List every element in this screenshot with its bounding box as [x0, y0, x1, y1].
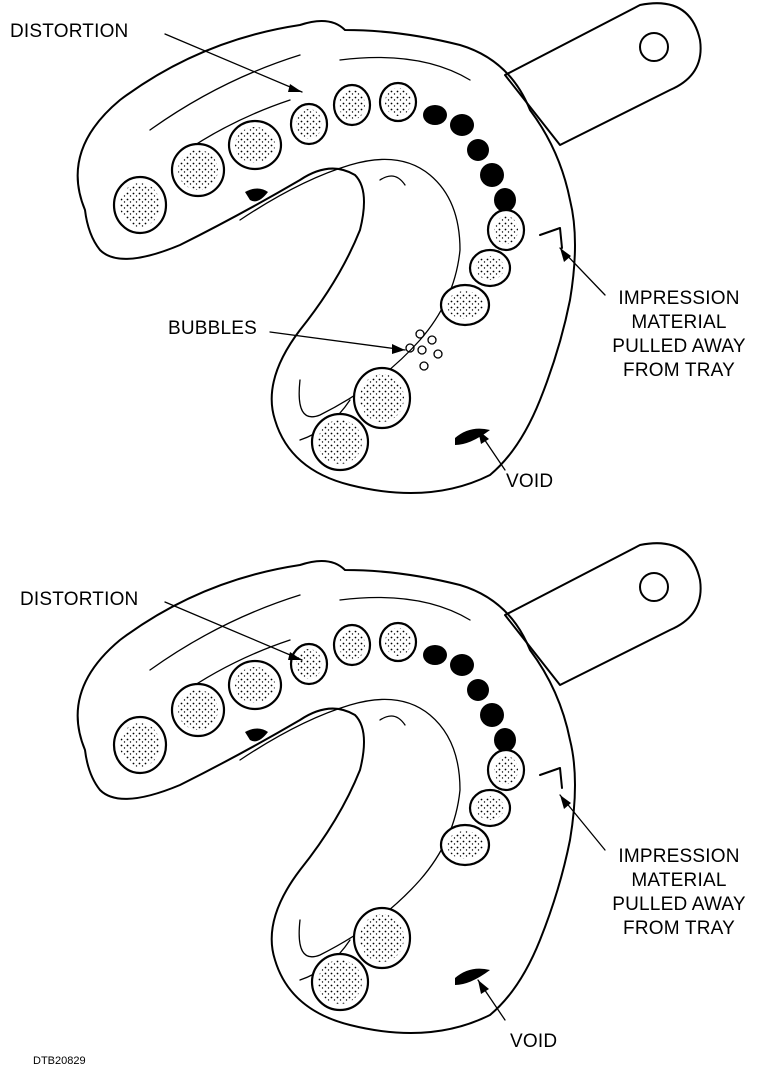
tray-handle: [505, 3, 701, 145]
distortion-leader: [165, 602, 302, 660]
tray-handle-hole: [640, 573, 668, 601]
pulled-away-line-2: MATERIAL: [596, 869, 762, 893]
distortion-leader: [165, 34, 302, 92]
inner-contour: [240, 699, 460, 956]
pulled-away-line-2: MATERIAL: [596, 311, 762, 335]
pulled-away-label: IMPRESSION MATERIAL PULLED AWAY FROM TRA…: [596, 845, 762, 941]
void-defect: [455, 969, 490, 985]
distortion-arrowhead: [288, 84, 302, 92]
pulled-away-line-3: PULLED AWAY: [596, 893, 762, 917]
impression-diagram-bottom: DISTORTION IMPRESSION MATERIAL PULLED AW…: [0, 540, 763, 1068]
anterior-teeth: [423, 105, 516, 212]
pulled-away-line-1: IMPRESSION: [596, 287, 762, 311]
void-label: VOID: [510, 1030, 557, 1054]
inner-contour: [240, 159, 460, 416]
tray-handle: [505, 543, 701, 685]
pulled-away-line-4: FROM TRAY: [596, 917, 762, 941]
pulled-away-label: IMPRESSION MATERIAL PULLED AWAY FROM TRA…: [596, 287, 762, 383]
bubbles-arrowhead: [392, 344, 405, 354]
pulled-away-line-1: IMPRESSION: [596, 845, 762, 869]
bubbles-label: BUBBLES: [168, 317, 257, 341]
pull-away-notch: [540, 768, 562, 788]
distortion-label: DISTORTION: [10, 20, 128, 44]
pulled-away-line-3: PULLED AWAY: [596, 335, 762, 359]
tray-handle-hole: [640, 33, 668, 61]
impression-diagram-top: DISTORTION BUBBLES IMPRESSION MATERIAL P…: [0, 0, 763, 530]
void-label: VOID: [506, 470, 553, 494]
impression-tray-illustration-top: [0, 0, 763, 530]
figure-id: DTB20829: [33, 1055, 86, 1067]
pulled-away-line-4: FROM TRAY: [596, 359, 762, 383]
pulled-away-arrowhead: [560, 248, 571, 262]
pull-away-notch: [540, 228, 562, 248]
bubbles-leader: [270, 332, 405, 350]
distortion-label: DISTORTION: [20, 588, 138, 612]
impression-tray-illustration-bottom: [0, 540, 763, 1068]
void-arrowhead: [478, 980, 489, 994]
anterior-teeth: [423, 645, 516, 752]
